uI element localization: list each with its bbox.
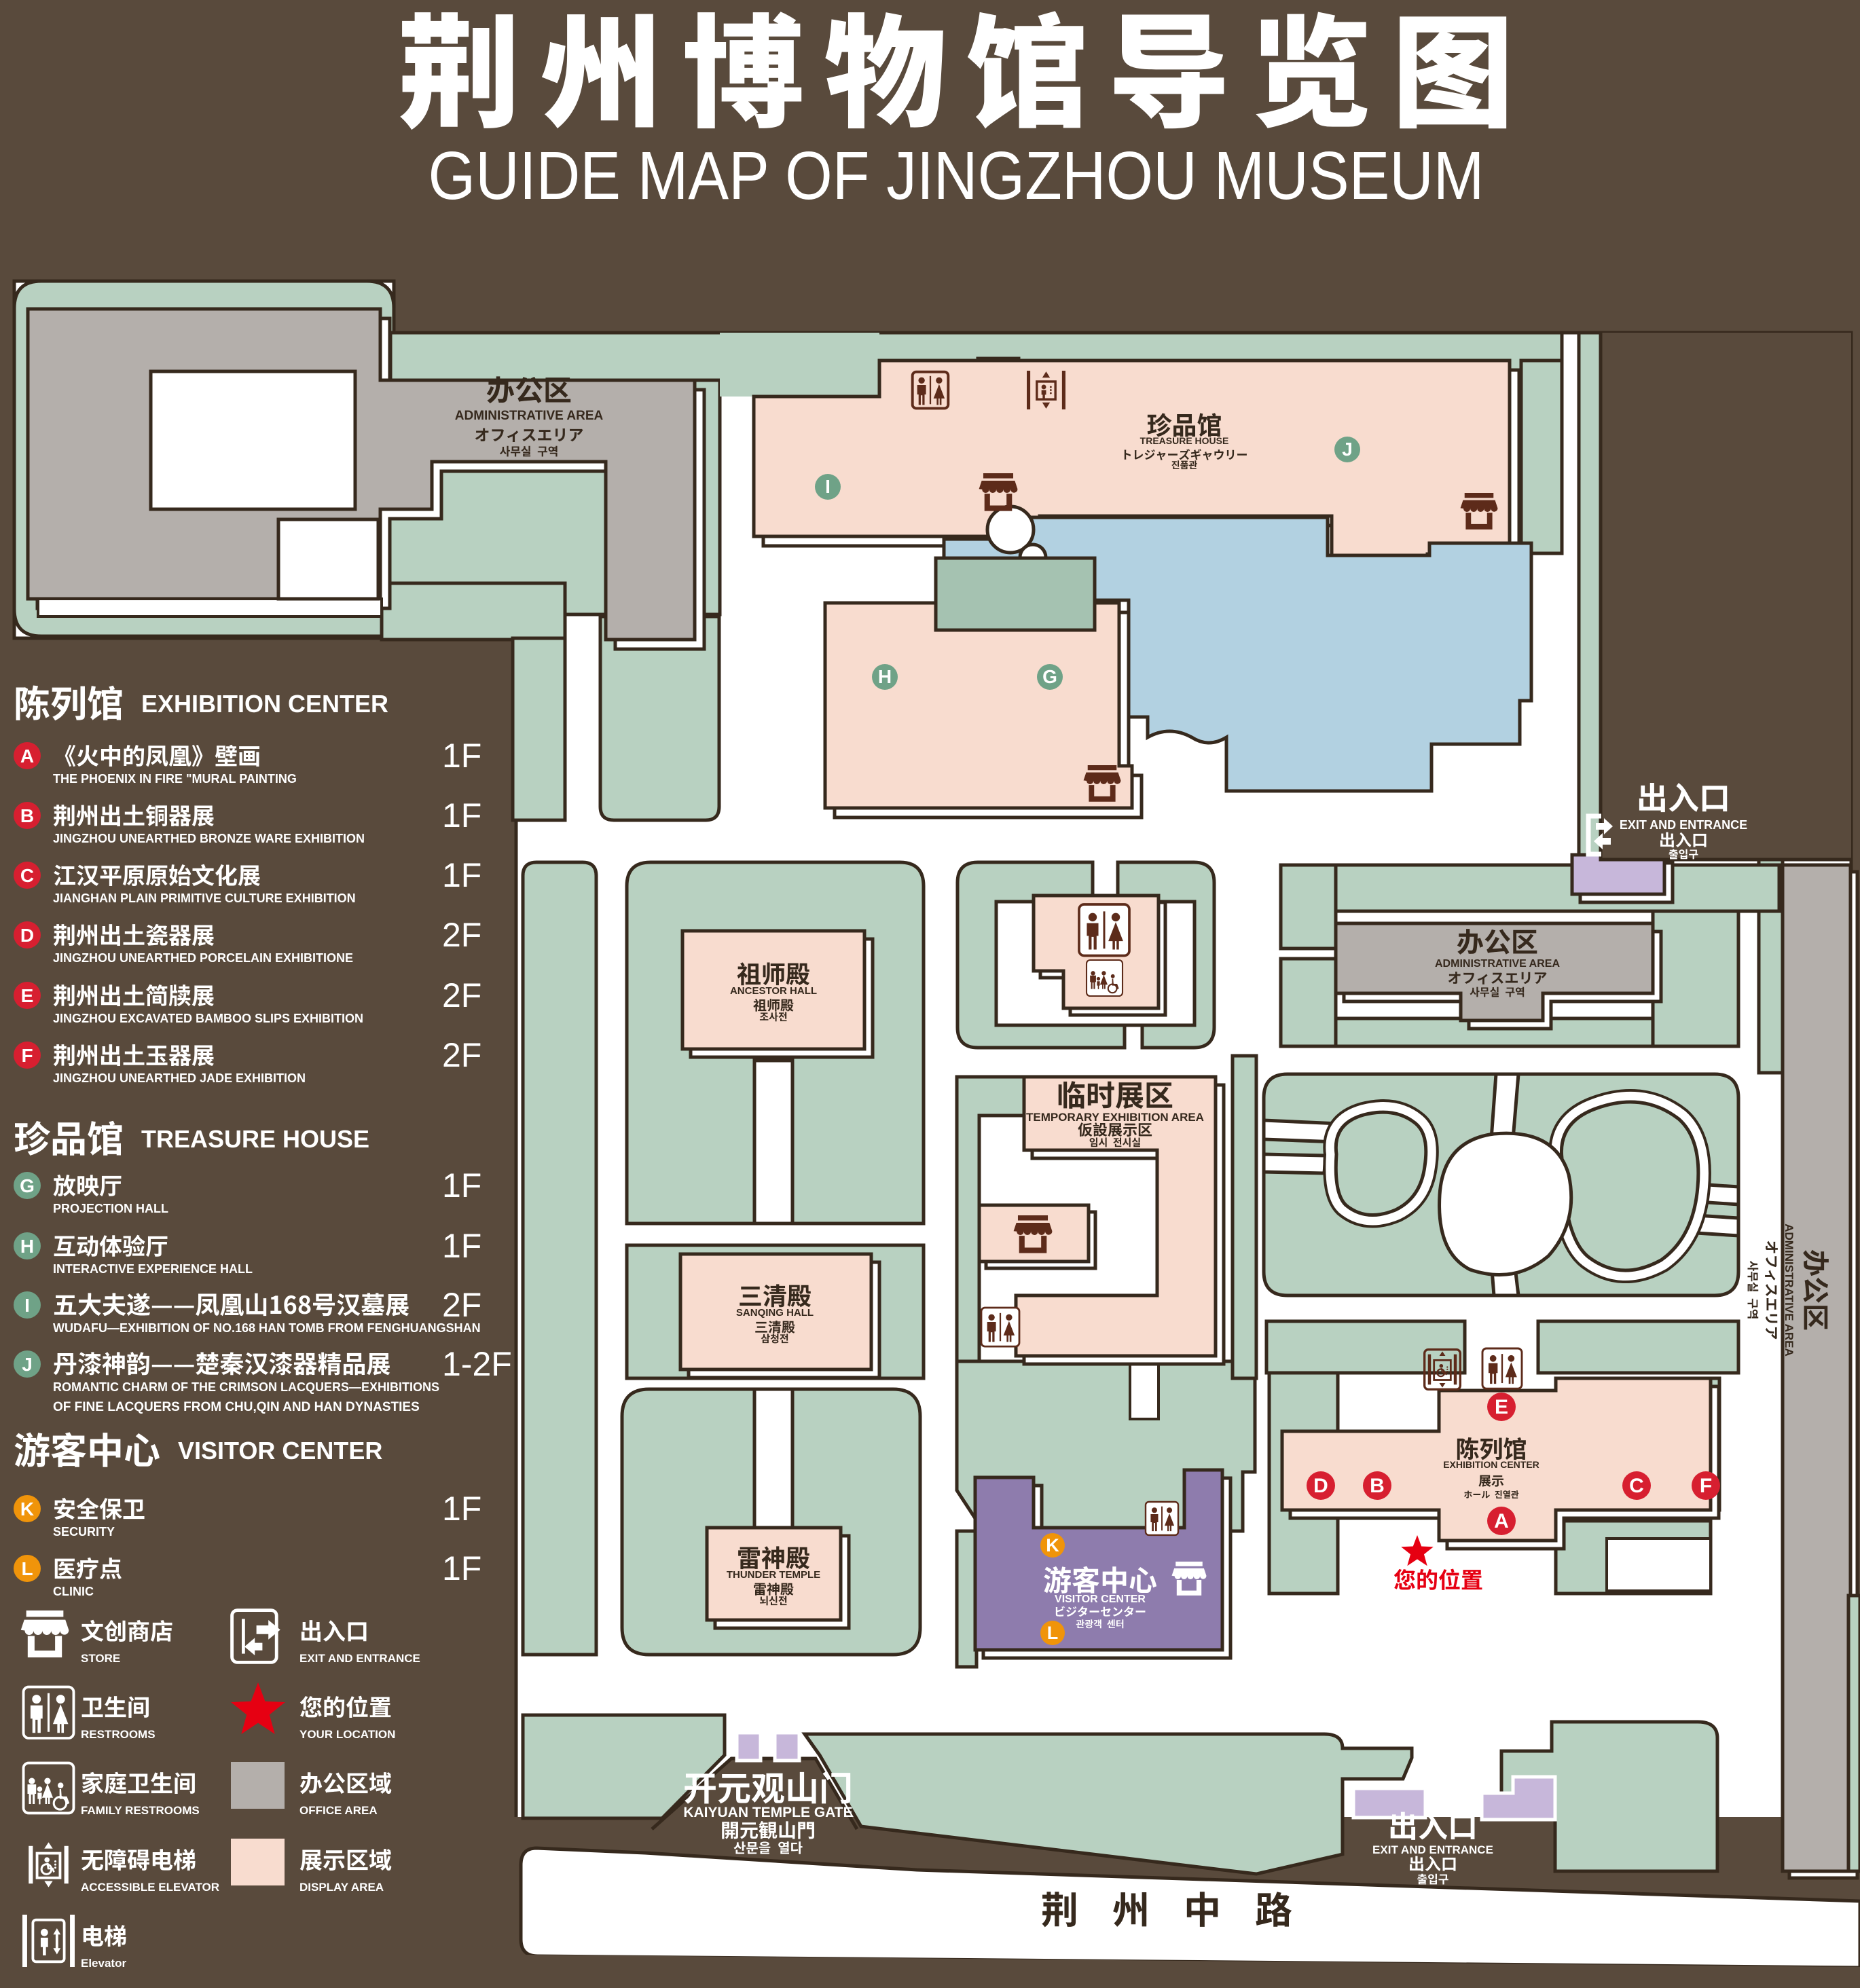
svg-text:H: H xyxy=(20,1236,34,1257)
svg-text:SECURITY: SECURITY xyxy=(53,1525,115,1539)
svg-text:ROMANTIC CHARM OF THE CRIMSON: ROMANTIC CHARM OF THE CRIMSON LACQUERS—E… xyxy=(53,1380,439,1394)
svg-text:EXHIBITION CENTER: EXHIBITION CENTER xyxy=(141,690,388,718)
svg-text:SANQING HALL: SANQING HALL xyxy=(736,1307,814,1319)
svg-text:VISITOR CENTER: VISITOR CENTER xyxy=(178,1437,382,1465)
svg-text:TREASURE HOUSE: TREASURE HOUSE xyxy=(1140,435,1229,446)
svg-text:TREASURE HOUSE: TREASURE HOUSE xyxy=(141,1125,369,1153)
svg-text:J: J xyxy=(1342,439,1353,460)
svg-text:GUIDE MAP OF JINGZHOU MUSEUM: GUIDE MAP OF JINGZHOU MUSEUM xyxy=(428,138,1484,214)
svg-text:D: D xyxy=(1313,1475,1328,1497)
svg-text:JIANGHAN PLAIN PRIMITIVE CULTU: JIANGHAN PLAIN PRIMITIVE CULTURE EXHIBIT… xyxy=(53,891,356,905)
svg-text:EXIT AND ENTRANCE: EXIT AND ENTRANCE xyxy=(299,1652,420,1665)
svg-text:RESTROOMS: RESTROOMS xyxy=(81,1728,156,1741)
svg-text:A: A xyxy=(20,746,34,767)
svg-text:K: K xyxy=(1046,1535,1059,1556)
svg-text:E: E xyxy=(21,985,34,1006)
svg-text:JINGZHOU UNEARTHED BRONZE WARE: JINGZHOU UNEARTHED BRONZE WARE EXHIBITIO… xyxy=(53,832,365,845)
svg-text:FAMILY RESTROOMS: FAMILY RESTROOMS xyxy=(81,1804,200,1817)
svg-text:D: D xyxy=(20,925,34,946)
svg-text:JINGZHOU UNEARTHED JADE EXHIBI: JINGZHOU UNEARTHED JADE EXHIBITION xyxy=(53,1071,306,1085)
svg-text:E: E xyxy=(1495,1396,1508,1418)
svg-text:I: I xyxy=(825,476,831,497)
svg-text:1-2F: 1-2F xyxy=(442,1345,512,1383)
svg-text:CLINIC: CLINIC xyxy=(53,1585,94,1598)
svg-text:1F: 1F xyxy=(442,737,481,775)
svg-text:YOUR LOCATION: YOUR LOCATION xyxy=(299,1728,395,1741)
svg-text:J: J xyxy=(22,1354,33,1375)
svg-text:1F: 1F xyxy=(442,1166,481,1204)
svg-text:OFFICE AREA: OFFICE AREA xyxy=(299,1804,378,1817)
svg-text:C: C xyxy=(1629,1475,1644,1497)
svg-text:THUNDER TEMPLE: THUNDER TEMPLE xyxy=(727,1569,820,1581)
svg-text:F: F xyxy=(21,1045,33,1066)
svg-text:DISPLAY AREA: DISPLAY AREA xyxy=(299,1881,384,1894)
svg-text:B: B xyxy=(1370,1475,1385,1497)
svg-text:K: K xyxy=(20,1498,34,1520)
svg-text:G: G xyxy=(20,1175,35,1196)
svg-text:H: H xyxy=(878,666,892,687)
svg-text:B: B xyxy=(20,805,34,826)
svg-text:2F: 2F xyxy=(442,1286,481,1324)
svg-text:L: L xyxy=(21,1558,33,1579)
svg-text:1F: 1F xyxy=(442,1490,481,1528)
svg-text:JINGZHOU EXCAVATED BAMBOO SLIP: JINGZHOU EXCAVATED BAMBOO SLIPS EXHIBITI… xyxy=(53,1012,363,1025)
svg-text:A: A xyxy=(1494,1510,1509,1532)
svg-text:ACCESSIBLE ELEVATOR: ACCESSIBLE ELEVATOR xyxy=(81,1881,219,1894)
svg-text:ADMINISTRATIVE AREA: ADMINISTRATIVE AREA xyxy=(455,409,604,423)
svg-text:1F: 1F xyxy=(442,856,481,894)
svg-text:KAIYUAN TEMPLE GATE: KAIYUAN TEMPLE GATE xyxy=(683,1805,852,1820)
svg-text:ADMINISTRATIVE AREA: ADMINISTRATIVE AREA xyxy=(1435,958,1560,970)
svg-text:STORE: STORE xyxy=(81,1652,120,1665)
svg-text:WUDAFU—EXHIBITION OF NO.168 HA: WUDAFU—EXHIBITION OF NO.168 HAN TOMB FRO… xyxy=(53,1321,481,1335)
svg-text:2F: 2F xyxy=(442,976,481,1014)
svg-text:Elevator: Elevator xyxy=(81,1957,126,1970)
svg-text:1F: 1F xyxy=(442,796,481,834)
svg-text:C: C xyxy=(20,865,34,886)
svg-text:1F: 1F xyxy=(442,1549,481,1587)
svg-text:L: L xyxy=(1047,1623,1059,1643)
svg-text:EXIT AND ENTRANCE: EXIT AND ENTRANCE xyxy=(1620,818,1747,832)
svg-text:ANCESTOR HALL: ANCESTOR HALL xyxy=(730,985,817,997)
svg-text:TEMPORARY EXHIBITION AREA: TEMPORARY EXHIBITION AREA xyxy=(1026,1111,1204,1124)
svg-text:EXHIBITION CENTER: EXHIBITION CENTER xyxy=(1443,1459,1539,1470)
svg-text:EXIT AND ENTRANCE: EXIT AND ENTRANCE xyxy=(1372,1843,1493,1856)
svg-text:VISITOR CENTER: VISITOR CENTER xyxy=(1055,1594,1146,1605)
svg-text:F: F xyxy=(1700,1475,1712,1497)
svg-text:ADMINISTRATIVE AREA: ADMINISTRATIVE AREA xyxy=(1783,1223,1795,1357)
svg-text:2F: 2F xyxy=(442,1036,481,1074)
svg-text:OF FINE LACQUERS FROM CHU,QIN: OF FINE LACQUERS FROM CHU,QIN AND HAN DY… xyxy=(53,1400,420,1414)
svg-text:THE PHOENIX IN FIRE "MURAL PAI: THE PHOENIX IN FIRE "MURAL PAINTING xyxy=(53,772,297,786)
svg-text:G: G xyxy=(1042,666,1057,687)
svg-text:2F: 2F xyxy=(442,916,481,954)
svg-text:INTERACTIVE EXPERIENCE HALL: INTERACTIVE EXPERIENCE HALL xyxy=(53,1262,253,1276)
svg-text:1F: 1F xyxy=(442,1227,481,1265)
svg-text:JINGZHOU UNEARTHED PORCELAIN E: JINGZHOU UNEARTHED PORCELAIN EXHIBITIONE xyxy=(53,951,353,965)
svg-text:PROJECTION HALL: PROJECTION HALL xyxy=(53,1202,168,1215)
svg-text:I: I xyxy=(24,1295,30,1316)
